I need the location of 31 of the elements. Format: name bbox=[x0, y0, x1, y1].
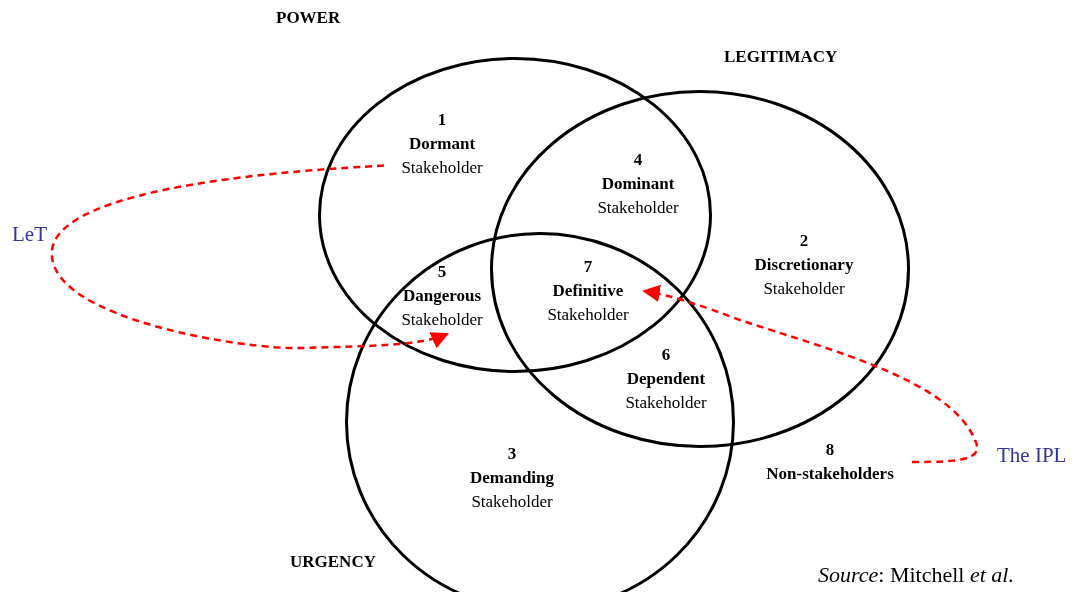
region-name: Dependent bbox=[625, 368, 707, 390]
region-label: Stakeholder bbox=[624, 392, 708, 414]
region-number: 7 bbox=[582, 256, 594, 278]
region-label: Stakeholder bbox=[470, 491, 554, 513]
region-label: Stakeholder bbox=[400, 157, 484, 179]
region-number: 4 bbox=[632, 149, 644, 171]
region-name: Definitive bbox=[551, 280, 625, 302]
region-number: 3 bbox=[506, 443, 518, 465]
region-number: 1 bbox=[436, 109, 448, 131]
set-heading: POWER bbox=[276, 8, 341, 28]
edge-label: LeT bbox=[12, 222, 47, 247]
region-name: Dormant bbox=[407, 133, 477, 155]
region-number: 2 bbox=[798, 230, 810, 252]
region-name: Dangerous bbox=[401, 285, 483, 307]
region-number: 8 bbox=[824, 439, 836, 461]
dashed-arrow bbox=[50, 164, 450, 350]
set-heading: URGENCY bbox=[290, 552, 376, 572]
region-number: 5 bbox=[436, 261, 448, 283]
source-caption: Source: Mitchell et al. bbox=[818, 562, 1014, 588]
region-label: Stakeholder bbox=[546, 304, 630, 326]
edge-label: The IPL bbox=[997, 443, 1067, 468]
region-number: 6 bbox=[660, 344, 672, 366]
set-heading: LEGITIMACY bbox=[724, 47, 838, 67]
dashed-arrow bbox=[642, 285, 979, 464]
region-name: Non-stakeholders bbox=[765, 463, 895, 485]
region-name: Dominant bbox=[600, 173, 676, 195]
region-label: Stakeholder bbox=[762, 278, 846, 300]
region-label: Stakeholder bbox=[400, 309, 484, 331]
region-name: Demanding bbox=[468, 467, 556, 489]
region-name: Discretionary bbox=[753, 254, 855, 276]
region-label: Stakeholder bbox=[596, 197, 680, 219]
